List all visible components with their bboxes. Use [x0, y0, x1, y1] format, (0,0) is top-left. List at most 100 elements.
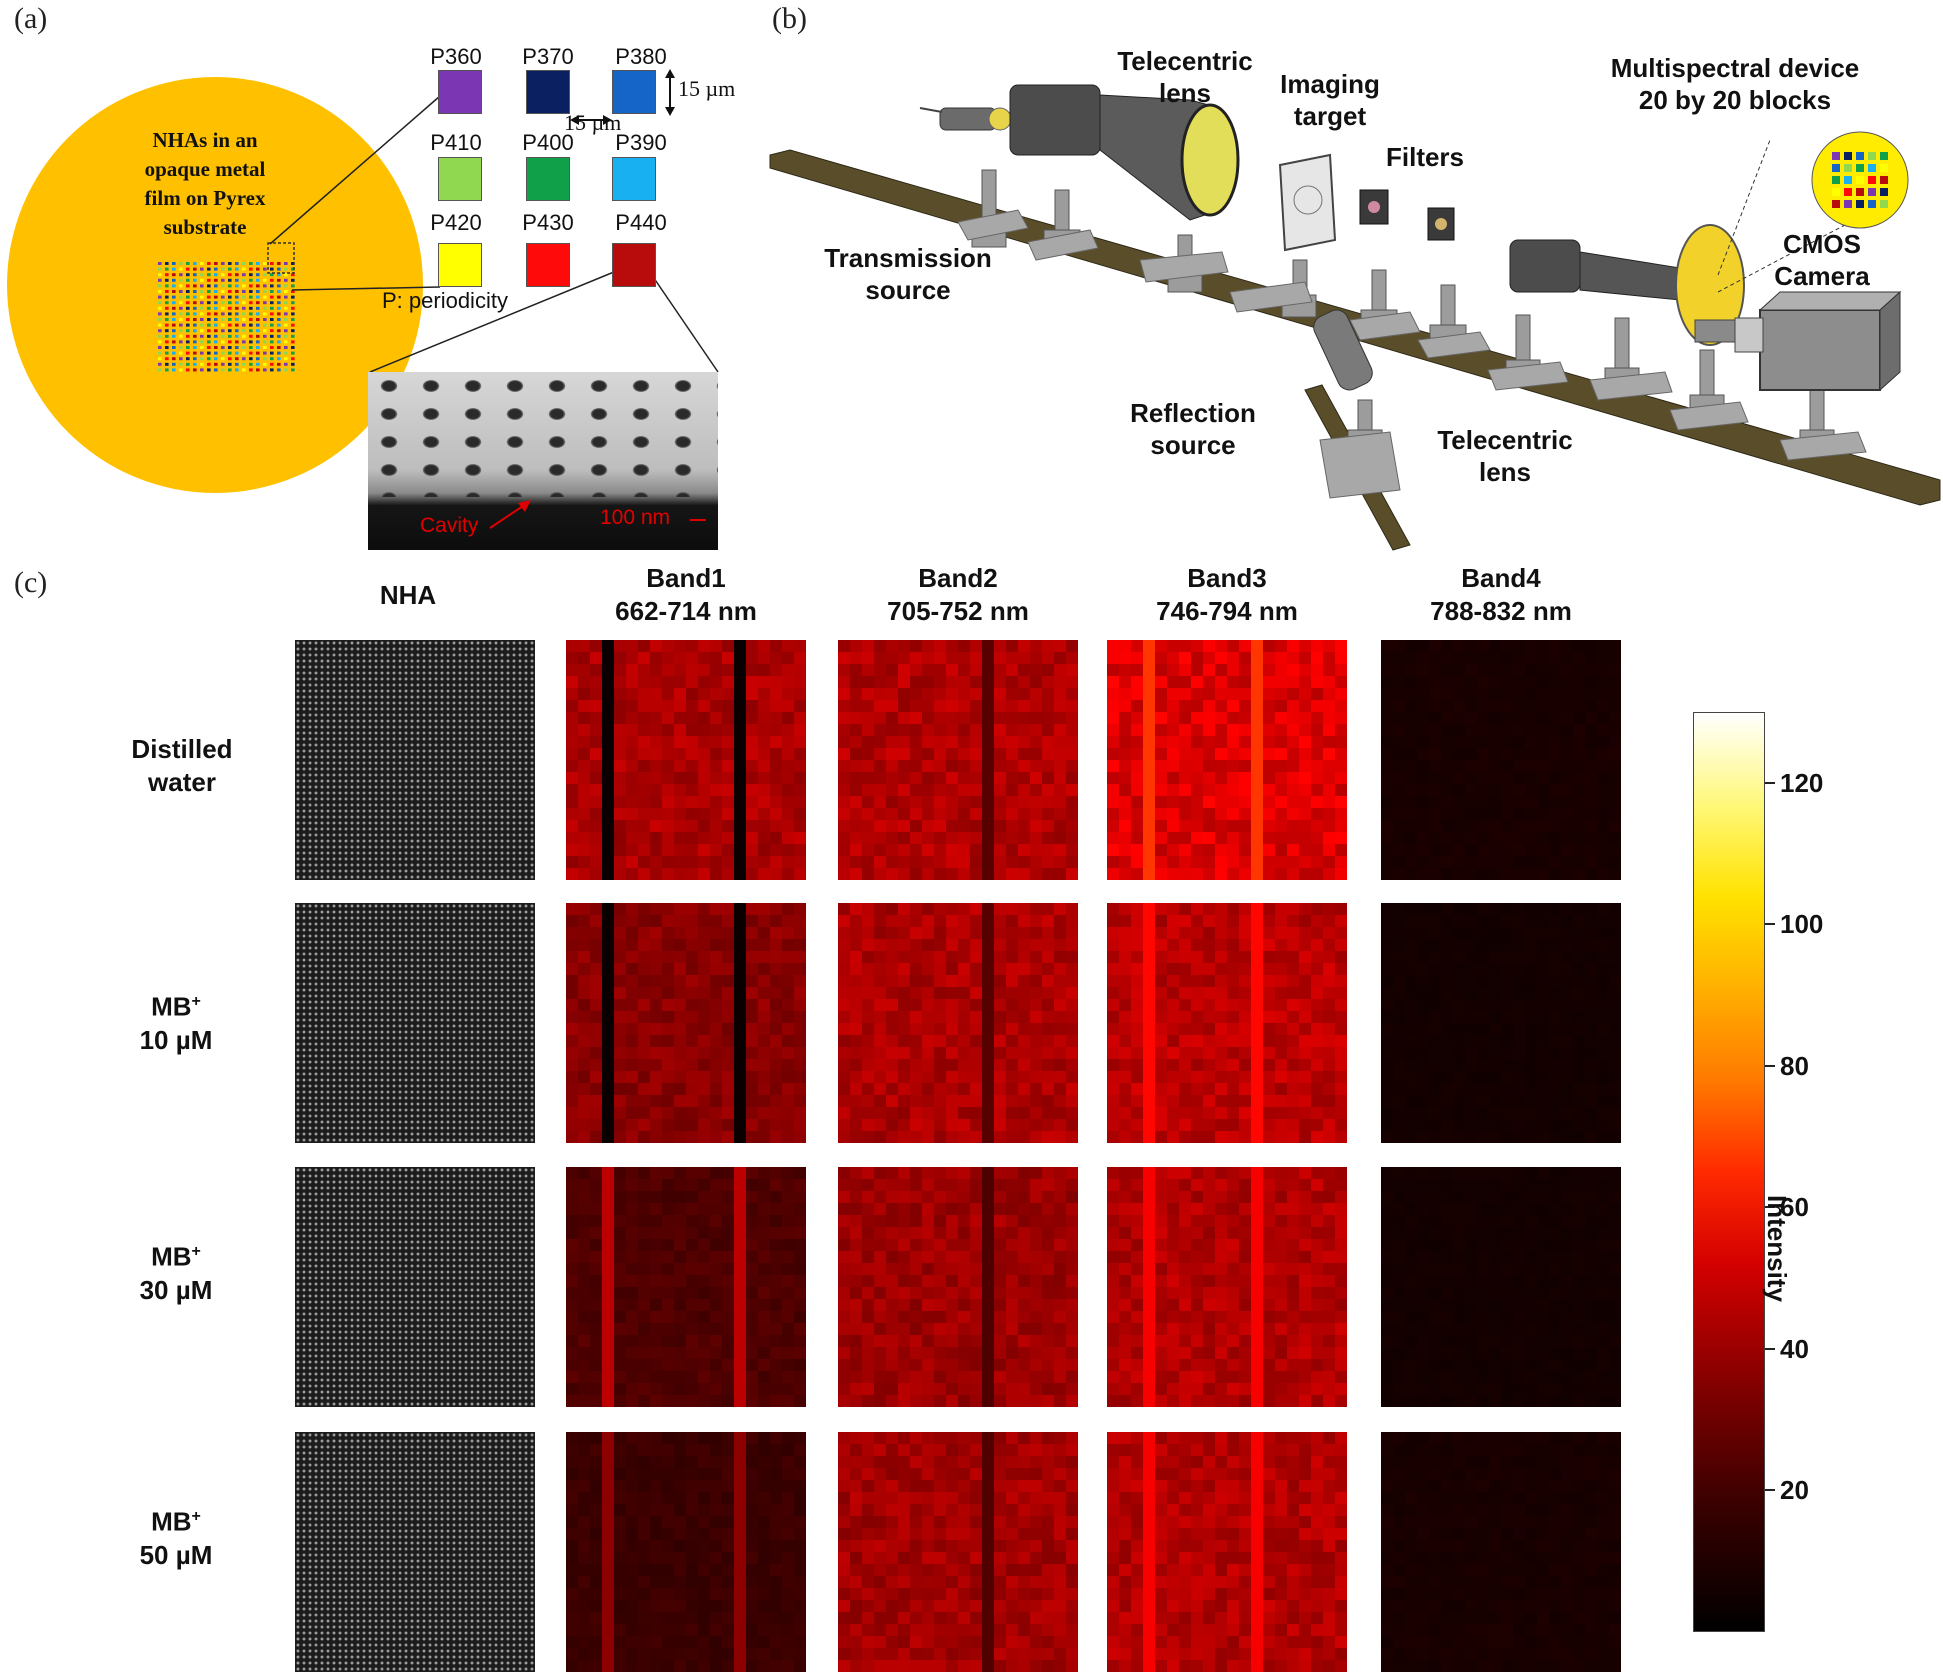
heatmap-cell [1525, 999, 1537, 1011]
heatmap-cell [686, 1035, 698, 1047]
heatmap-cell [898, 1083, 910, 1095]
heatmap-cell [934, 1167, 946, 1179]
heatmap-cell [578, 856, 590, 868]
heatmap-cell [1299, 963, 1311, 975]
heatmap-cell [1393, 963, 1405, 975]
heatmap-cell [1561, 736, 1573, 748]
heatmap-cell [850, 688, 862, 700]
heatmap-cell [734, 676, 746, 688]
heatmap-cell [1107, 1047, 1119, 1059]
heatmap-cell [1119, 1107, 1131, 1119]
heatmap-cell [1191, 1215, 1203, 1227]
heatmap-cell [1203, 736, 1215, 748]
heatmap-cell [1131, 1179, 1143, 1191]
heatmap-cell [1006, 1191, 1018, 1203]
heatmap-tile [1381, 903, 1621, 1143]
heatmap-cell [1167, 808, 1179, 820]
heatmap-cell [602, 700, 614, 712]
heatmap-cell [1167, 640, 1179, 652]
heatmap-cell [770, 736, 782, 748]
heatmap-cell [1477, 820, 1489, 832]
heatmap-cell [1573, 939, 1585, 951]
heatmap-cell [886, 903, 898, 915]
heatmap-cell [1251, 856, 1263, 868]
heatmap-cell [1393, 700, 1405, 712]
nha-block [242, 290, 246, 293]
heatmap-cell [650, 1083, 662, 1095]
heatmap-cell [874, 1395, 886, 1407]
heatmap-cell [1429, 1035, 1441, 1047]
heatmap-cell [662, 1215, 674, 1227]
reflection-source [1313, 309, 1373, 391]
heatmap-cell [1489, 951, 1501, 963]
nha-block [270, 362, 274, 366]
heatmap-cell [910, 1227, 922, 1239]
heatmap-cell [1609, 987, 1621, 999]
heatmap-cell [982, 700, 994, 712]
heatmap-cell [782, 999, 794, 1011]
heatmap-cell [794, 1299, 806, 1311]
heatmap-cell [1042, 987, 1054, 999]
heatmap-cell [674, 736, 686, 748]
heatmap-cell [626, 1335, 638, 1347]
heatmap-cell [566, 1191, 578, 1203]
heatmap-cell [1239, 832, 1251, 844]
heatmap-cell [794, 712, 806, 724]
heatmap-cell [1155, 712, 1167, 724]
heatmap-cell [922, 796, 934, 808]
heatmap-cell [758, 784, 770, 796]
heatmap-cell [590, 784, 602, 796]
heatmap-cell [1263, 808, 1275, 820]
heatmap-cell [710, 676, 722, 688]
heatmap-cell [722, 903, 734, 915]
heatmap-cell [1107, 796, 1119, 808]
heatmap-cell [710, 1275, 722, 1287]
heatmap-cell [638, 688, 650, 700]
heatmap-cell [1585, 1095, 1597, 1107]
nha-block [179, 362, 183, 366]
heatmap-cell [770, 927, 782, 939]
heatmap-cell [1393, 868, 1405, 880]
nha-block [249, 295, 253, 299]
heatmap-cell [898, 844, 910, 856]
heatmap-cell [1323, 820, 1335, 832]
nha-block [200, 273, 204, 277]
heatmap-cell [1066, 760, 1078, 772]
heatmap-cell [958, 1167, 970, 1179]
heatmap-cell [1275, 939, 1287, 951]
heatmap-cell [1311, 1275, 1323, 1287]
heatmap-cell [1066, 1383, 1078, 1395]
nha-block [249, 368, 253, 372]
nha-block [277, 323, 281, 327]
heatmap-cell [662, 975, 674, 987]
heatmap-cell [1561, 903, 1573, 915]
device-block [1832, 200, 1840, 208]
heatmap-cell [1203, 1023, 1215, 1035]
heatmap-cell [970, 688, 982, 700]
heatmap-cell [1417, 1083, 1429, 1095]
heatmap-cell [1018, 1179, 1030, 1191]
heatmap-cell [1006, 1107, 1018, 1119]
nha-block [165, 357, 169, 361]
heatmap-cell [722, 1323, 734, 1335]
heatmap-cell [886, 1239, 898, 1251]
heatmap-cell [686, 784, 698, 796]
heatmap-cell [602, 1179, 614, 1191]
heatmap-cell [1549, 700, 1561, 712]
nha-block [186, 362, 190, 366]
heatmap-cell [1477, 832, 1489, 844]
heatmap-cell [1335, 1251, 1347, 1263]
heatmap-cell [1525, 1059, 1537, 1071]
heatmap-cell [898, 1131, 910, 1143]
heatmap-cell [1203, 1119, 1215, 1131]
heatmap-cell [922, 700, 934, 712]
heatmap-cell [1215, 939, 1227, 951]
nha-block [284, 284, 288, 288]
heatmap-cell [698, 1191, 710, 1203]
heatmap-cell [1275, 844, 1287, 856]
heatmap-cell [1143, 1059, 1155, 1071]
heatmap-cell [934, 999, 946, 1011]
heatmap-cell [934, 1251, 946, 1263]
heatmap-cell [1453, 1179, 1465, 1191]
heatmap-cell [698, 1083, 710, 1095]
